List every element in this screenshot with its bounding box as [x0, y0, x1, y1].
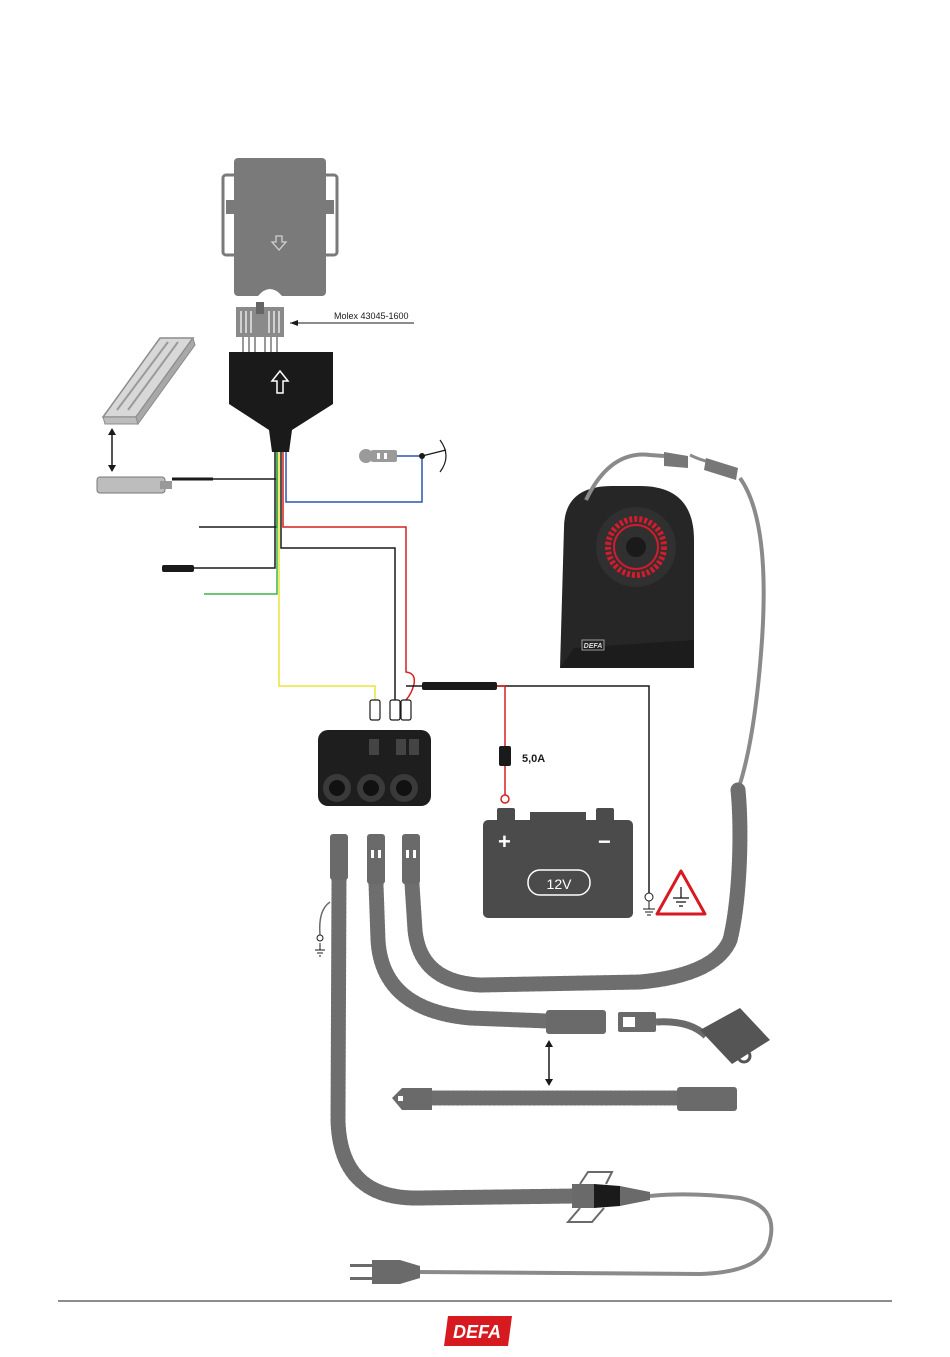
harness-housing — [229, 352, 333, 452]
footer-logo-text: DEFA — [453, 1322, 501, 1342]
ground-symbol-icon — [315, 943, 325, 956]
distribution-box — [318, 730, 431, 806]
fuse-rating-label: 5,0A — [522, 753, 545, 765]
warning-triangle-ground-icon — [657, 871, 705, 914]
sensor-mounting-rail — [103, 338, 195, 424]
battery-minus-sign: − — [598, 829, 611, 854]
mains-connector — [568, 1172, 650, 1222]
spade-terminals — [370, 700, 411, 720]
molex-connector-label: Molex 43045-1600 — [334, 311, 409, 321]
mains-plug-icon — [350, 1260, 420, 1284]
interior-heater — [560, 486, 694, 668]
accessory-connector — [618, 1008, 770, 1064]
battery — [483, 808, 633, 918]
ground-symbol-icon — [643, 893, 655, 915]
ignition-key-icon — [359, 449, 397, 463]
heater-brand-badge: DEFA — [584, 643, 603, 650]
temperature-sensor — [97, 477, 213, 493]
molex-connector — [236, 302, 284, 352]
battery-voltage-label: 12V — [547, 876, 573, 892]
control-unit — [223, 158, 337, 296]
cable-plugs — [330, 834, 420, 884]
battery-plus-sign: + — [498, 829, 511, 854]
